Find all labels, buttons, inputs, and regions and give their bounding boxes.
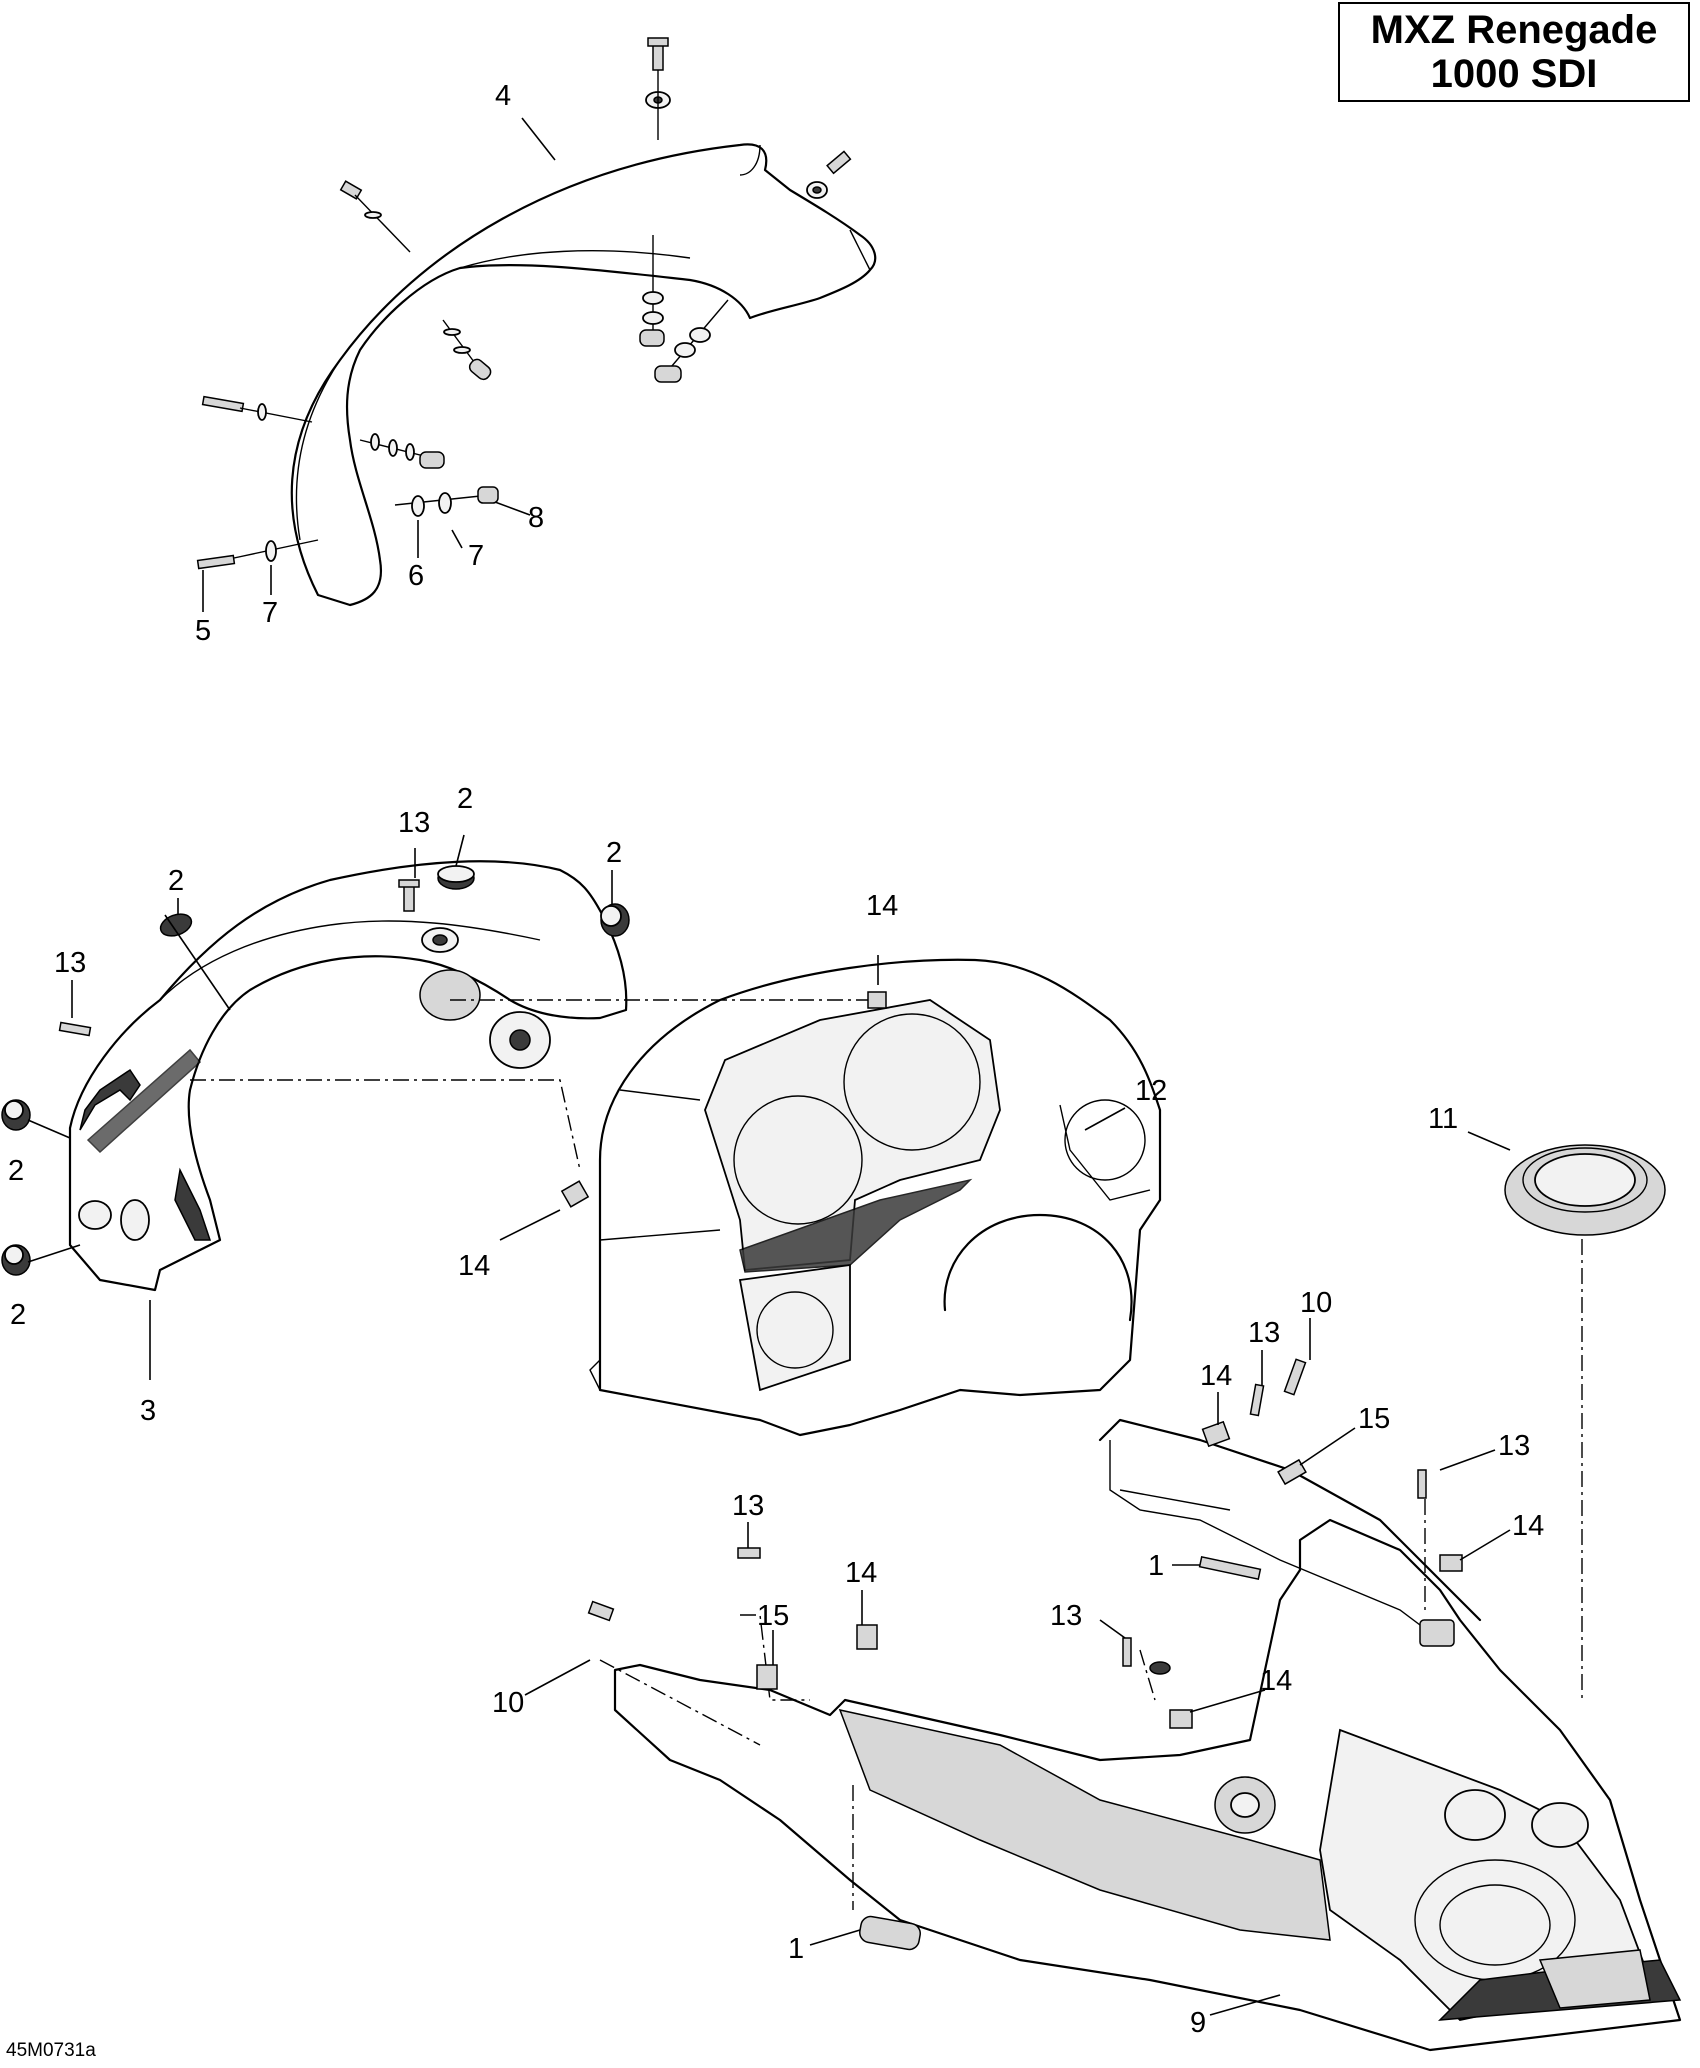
callout-label: 3 [140, 1395, 156, 1427]
model-name: MXZ Renegade [1370, 8, 1658, 52]
leaders-top [202, 117, 556, 612]
washer-icon [265, 540, 277, 562]
leaders-lower [524, 1318, 1511, 2016]
rivet-icon [419, 451, 445, 469]
clip-nut-icon [560, 1180, 590, 1208]
drawing-reference: 45M0731a [6, 2040, 96, 2061]
vent-grille-icon [79, 1068, 141, 1131]
console-fasteners [587, 1358, 1463, 1951]
callout-label: 7 [262, 597, 278, 629]
screw-head-icon [647, 37, 669, 47]
callout-label: 13 [1248, 1317, 1280, 1349]
bolt-icon [1283, 1358, 1307, 1396]
rivet-icon [654, 365, 682, 383]
callout-label: 11 [1428, 1103, 1458, 1135]
clip-nut-icon [856, 1624, 878, 1650]
callout-label: 10 [492, 1687, 524, 1719]
clip-nut-icon [1201, 1420, 1231, 1448]
callout-label: 5 [195, 615, 211, 647]
screw-icon [1249, 1383, 1265, 1417]
clip-nut-group [560, 991, 887, 1208]
callout-label: 15 [757, 1600, 789, 1632]
washer-icon [438, 492, 452, 514]
callout-label: 7 [468, 540, 484, 572]
screw-icon [587, 1600, 615, 1622]
callout-label: 12 [1135, 1075, 1167, 1107]
callout-label: 10 [1300, 1287, 1332, 1319]
screw-icon [1122, 1637, 1132, 1667]
washer-icon [411, 495, 425, 517]
windshield-bracket [290, 143, 877, 607]
fastener-group-top [196, 37, 852, 570]
callout-label: 1 [1148, 1550, 1164, 1582]
callout-label: 13 [1498, 1430, 1530, 1462]
model-title-box: MXZ Renegade 1000 SDI [1338, 2, 1690, 102]
callout-label: 14 [866, 890, 898, 922]
callout-label: 14 [1512, 1510, 1544, 1542]
callout-label: 8 [528, 502, 544, 534]
screw-icon [403, 884, 415, 912]
grommet-group [1, 865, 630, 1276]
callout-label: 13 [54, 947, 86, 979]
gauge-ring [1504, 1144, 1666, 1236]
clip-nut-icon [1169, 1709, 1193, 1729]
rivet-icon [639, 329, 665, 347]
callout-label: 2 [606, 837, 622, 869]
callout-label: 1 [788, 1933, 804, 1965]
rivet-icon [477, 486, 499, 504]
callout-label: 4 [495, 80, 511, 112]
screw-icon [339, 180, 363, 200]
model-engine: 1000 SDI [1430, 52, 1598, 96]
retainer-clip-icon [1198, 1555, 1262, 1581]
rivet-icon [468, 358, 492, 381]
screw-icon [201, 395, 245, 413]
front-console [613, 1418, 1682, 2052]
screw-icon [1417, 1469, 1427, 1499]
callout-labels: 4 8 7 6 7 5 13 2 2 14 12 2 13 11 2 14 2 … [8, 80, 1544, 2039]
callout-label: 9 [1190, 2007, 1206, 2039]
callout-label: 2 [8, 1155, 24, 1187]
callout-label: 2 [168, 865, 184, 897]
clip-nut-icon [1439, 1554, 1463, 1572]
screw-icon [737, 1547, 761, 1559]
grommet-icon [159, 913, 193, 937]
callout-label: 13 [732, 1490, 764, 1522]
screw-icon [652, 43, 664, 71]
clip-nut-icon [756, 1664, 778, 1690]
screw-icon [58, 1021, 92, 1037]
retainer-clip-icon [859, 1915, 921, 1951]
callout-label: 14 [458, 1250, 490, 1282]
leaders-gauge [499, 955, 1511, 1241]
clip-icon [1277, 1458, 1307, 1486]
callout-label: 13 [398, 807, 430, 839]
callout-label: 15 [1358, 1403, 1390, 1435]
callout-label: 2 [457, 783, 473, 815]
screw-icon [196, 554, 236, 570]
callout-label: 13 [1050, 1600, 1082, 1632]
screw-icon [826, 150, 852, 175]
callout-label: 2 [10, 1299, 26, 1331]
left-console-panel [68, 860, 628, 1292]
callout-label: 14 [1260, 1665, 1292, 1697]
gauge-housing [589, 958, 1162, 1437]
callout-label: 14 [1200, 1360, 1232, 1392]
mount-boss-icon [419, 969, 481, 1021]
callout-label: 14 [845, 1557, 877, 1589]
leaders-mid-left [27, 834, 613, 1380]
callout-label: 6 [408, 560, 424, 592]
clip-nut-icon [867, 991, 887, 1009]
